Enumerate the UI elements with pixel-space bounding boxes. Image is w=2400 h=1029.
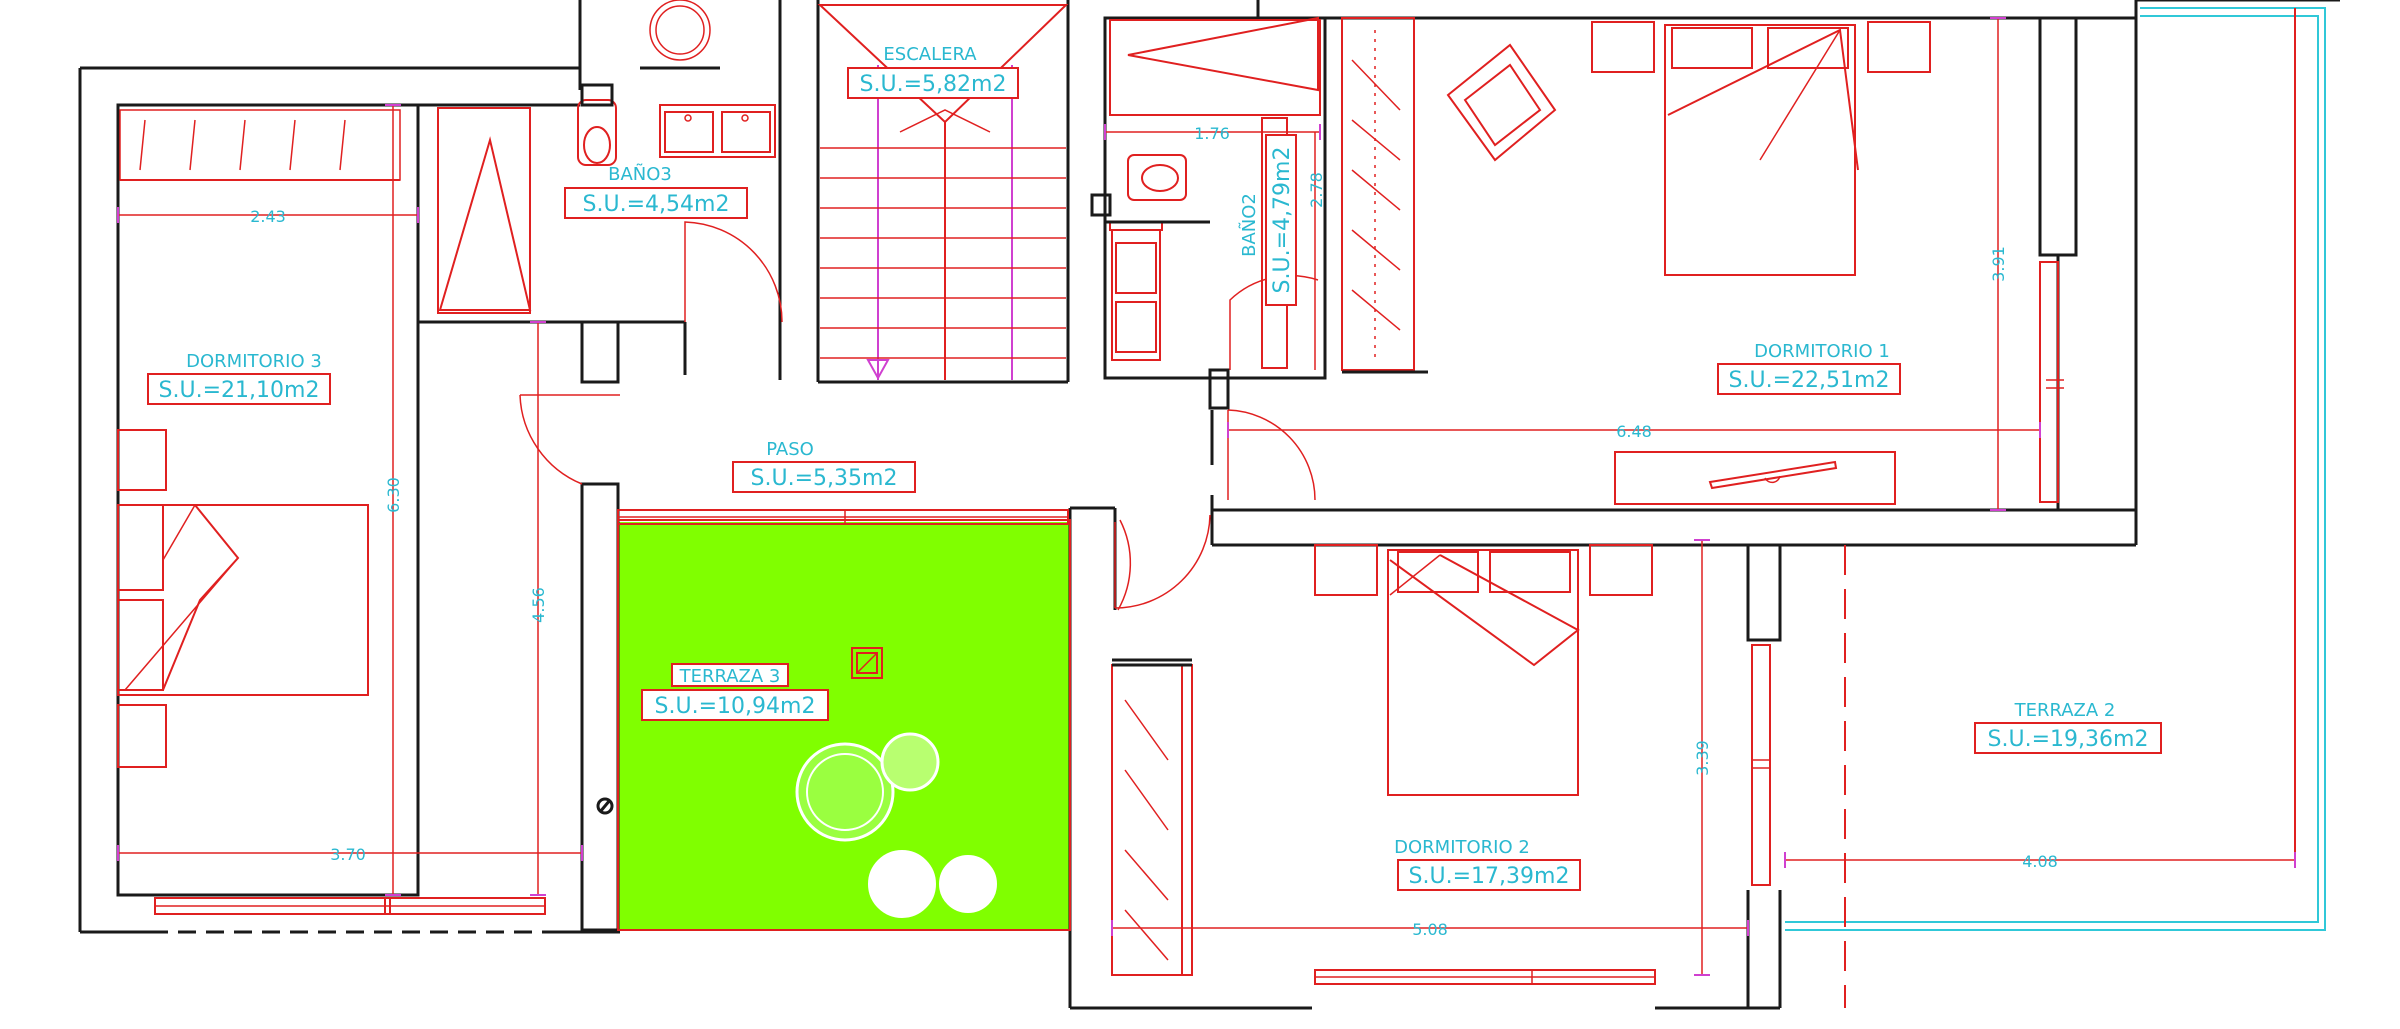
room-area-dormitorio1: S.U.=22,51m2 (1729, 368, 1890, 393)
terraza2-outline (1785, 7, 2326, 1008)
terraza3-furniture (617, 519, 1071, 931)
room-area-terraza3: S.U.=10,94m2 (655, 694, 816, 719)
paso-fixtures (617, 509, 1069, 525)
room-area-escalera: S.U.=5,82m2 (860, 72, 1007, 97)
dim-4-56-label: 4.56 (529, 587, 548, 623)
room-name-bano3: BAÑO3 (608, 163, 672, 185)
room-area-dormitorio3: S.U.=21,10m2 (159, 378, 320, 403)
room-name-dormitorio2: DORMITORIO 2 (1394, 837, 1530, 858)
dim-6-48: 6.48 (1227, 422, 2041, 441)
room-area-terraza2: S.U.=19,36m2 (1988, 727, 2149, 752)
dim-6-30-label: 6.30 (384, 477, 403, 513)
room-label-dormitorio1: DORMITORIO 1 S.U.=22,51m2 (1717, 341, 1901, 395)
wall-column-1 (580, 320, 620, 384)
door-bano3 (684, 221, 783, 323)
dim-2-78-label: 2.78 (1307, 172, 1326, 208)
room-label-dormitorio2: DORMITORIO 2 S.U.=17,39m2 (1394, 837, 1581, 891)
terraza3-floor (618, 522, 1070, 930)
dormitorio3-furniture (117, 109, 546, 934)
dim-6-48-label: 6.48 (1616, 422, 1652, 441)
wall-dorm2-col (1746, 543, 1782, 642)
dormitorio1-furniture (1341, 17, 2064, 505)
door-dormitorio2 (1117, 519, 1132, 611)
wall-dorm1-column (2038, 16, 2078, 257)
room-label-paso: PASO S.U.=5,35m2 (732, 439, 916, 493)
room-name-bano2: BAÑO2 (1238, 193, 1260, 257)
dim-3-91: 3.91 (1989, 17, 2008, 511)
dim-2-78: 2.78 (1307, 132, 1326, 370)
door-dormitorio3 (519, 394, 620, 485)
bano3-fixtures (437, 0, 776, 314)
walls (78, 0, 2340, 1010)
room-label-terraza3: TERRAZA 3 S.U.=10,94m2 (641, 663, 829, 721)
dim-2-43-label: 2.43 (250, 207, 286, 226)
room-name-terraza3: TERRAZA 3 (679, 666, 781, 687)
room-area-bano3: S.U.=4,54m2 (583, 192, 730, 217)
dim-2-43: 2.43 (117, 207, 419, 226)
door-paso (1114, 514, 1211, 609)
room-area-bano2: S.U.=4,79m2 (1270, 147, 1295, 294)
dim-6-30: 6.30 (384, 104, 403, 896)
room-label-terraza2: TERRAZA 2 S.U.=19,36m2 (1974, 700, 2162, 754)
dim-3-39: 3.39 (1693, 539, 1712, 976)
room-label-bano2: BAÑO2 S.U.=4,79m2 (1238, 134, 1297, 306)
dim-4-08-label: 4.08 (2022, 852, 2058, 871)
dim-5-08: 5.08 (1111, 920, 1749, 939)
room-name-dormitorio3: DORMITORIO 3 (186, 351, 322, 372)
door-dormitorio1 (1227, 409, 1316, 501)
room-label-bano3: BAÑO3 S.U.=4,54m2 (564, 163, 748, 219)
dim-3-70-label: 3.70 (330, 845, 366, 864)
dormitorio2-furniture (1111, 544, 1771, 985)
dim-3-91-label: 3.91 (1989, 246, 2008, 282)
wall-column-2 (1208, 368, 1230, 410)
dim-1-76-label: 1.76 (1194, 124, 1230, 143)
room-label-escalera: ESCALERA S.U.=5,82m2 (847, 44, 1019, 99)
dim-5-08-label: 5.08 (1412, 920, 1448, 939)
column-fixture (596, 797, 614, 815)
room-label-dormitorio3: DORMITORIO 3 S.U.=21,10m2 (147, 351, 331, 405)
room-area-paso: S.U.=5,35m2 (751, 466, 898, 491)
wall-dorm3-inner (116, 103, 420, 897)
stair (817, 4, 1069, 381)
room-area-dormitorio2: S.U.=17,39m2 (1409, 864, 1570, 889)
dim-4-08: 4.08 (1784, 852, 2296, 871)
dim-1-76: 1.76 (1104, 124, 1321, 143)
dim-3-70: 3.70 (117, 845, 583, 864)
wall-outer-left (80, 0, 582, 70)
room-name-dormitorio1: DORMITORIO 1 (1754, 341, 1890, 362)
room-name-escalera: ESCALERA (883, 44, 977, 65)
dim-4-56: 4.56 (529, 321, 548, 896)
room-name-terraza2: TERRAZA 2 (2014, 700, 2116, 721)
room-name-paso: PASO (766, 439, 814, 460)
wall-column-3 (580, 482, 620, 932)
dim-3-39-label: 3.39 (1693, 740, 1712, 776)
